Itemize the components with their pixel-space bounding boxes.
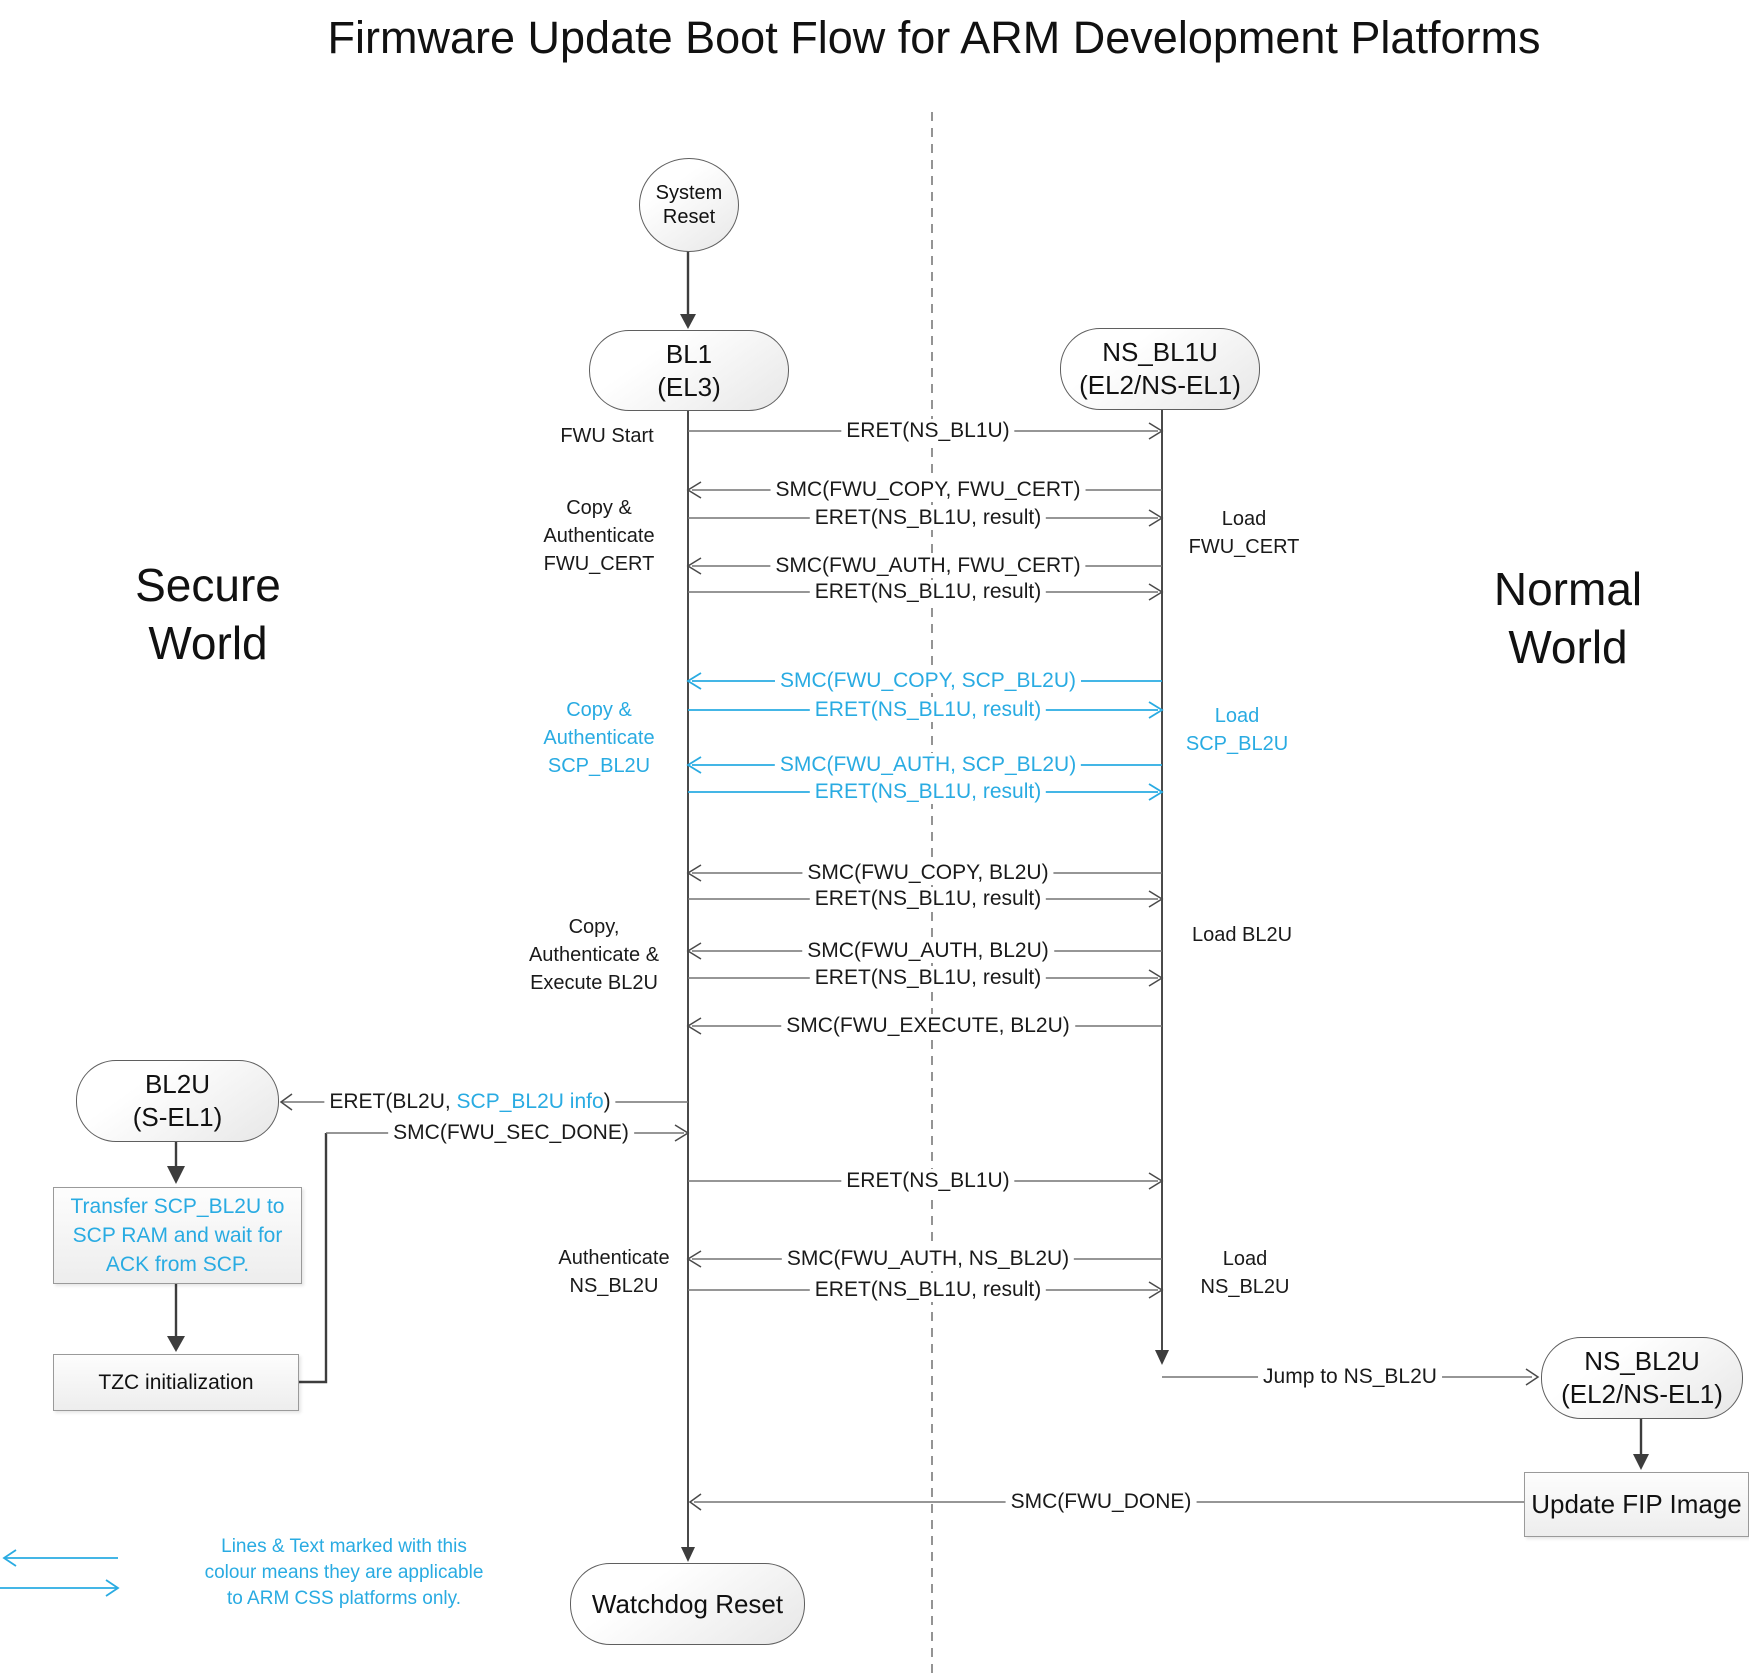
label-authenticate-ns-bl2u: Authenticate NS_BL2U — [558, 1247, 670, 1297]
message-label: SMC(FWU_COPY, FWU_CERT) — [770, 478, 1086, 502]
message-label: SMC(FWU_DONE) — [1005, 1490, 1197, 1514]
flow-connector-arrowheads — [167, 314, 1649, 1470]
message-label-eret-bl2u: ERET(BL2U, SCP_BL2U info) — [324, 1090, 616, 1114]
label-load-scp-bl2u: Load SCP_BL2U — [1185, 705, 1289, 755]
message-label: SMC(FWU_COPY, BL2U) — [802, 861, 1054, 885]
message-label: ERET(NS_BL1U, result) — [809, 580, 1047, 604]
legend-note: Lines & Text marked with this colour mea… — [204, 1536, 484, 1609]
label-copy-auth-fwu-cert: Copy & Authenticate FWU_CERT — [543, 497, 655, 575]
message-text: ) — [603, 1090, 611, 1113]
node-watchdog-reset: Watchdog Reset — [570, 1563, 805, 1645]
label-load-bl2u: Load BL2U — [1191, 924, 1293, 946]
node-bl1: BL1 (EL3) — [589, 330, 789, 411]
message-label: ERET(NS_BL1U) — [841, 419, 1015, 443]
message-label: SMC(FWU_EXECUTE, BL2U) — [781, 1014, 1075, 1038]
message-label: SMC(FWU_AUTH, FWU_CERT) — [770, 554, 1086, 578]
label-copy-auth-exec-bl2u: Copy, Authenticate & Execute BL2U — [528, 916, 660, 994]
message-label: ERET(NS_BL1U, result) — [809, 887, 1047, 911]
message-label-css-only: SMC(FWU_COPY, SCP_BL2U) — [774, 669, 1082, 693]
node-ns-bl1u: NS_BL1U (EL2/NS-EL1) — [1060, 328, 1260, 410]
box-update-fip-image: Update FIP Image — [1524, 1472, 1749, 1537]
node-system-reset: System Reset — [639, 158, 739, 252]
label-copy-auth-scp-bl2u: Copy & Authenticate SCP_BL2U — [543, 699, 655, 777]
message-label: SMC(FWU_AUTH, NS_BL2U) — [781, 1247, 1075, 1271]
box-transfer-scp-bl2u: Transfer SCP_BL2U to SCP RAM and wait fo… — [53, 1187, 302, 1284]
message-label-css-only: SMC(FWU_AUTH, SCP_BL2U) — [774, 753, 1082, 777]
label-load-fwu-cert: Load FWU_CERT — [1188, 508, 1300, 558]
message-label: SMC(FWU_SEC_DONE) — [388, 1121, 634, 1145]
message-text-css-only: SCP_BL2U info — [456, 1090, 604, 1113]
message-label-jump: Jump to NS_BL2U — [1258, 1365, 1442, 1389]
lifeline-arrowheads — [681, 1350, 1169, 1562]
page-title: Firmware Update Boot Flow for ARM Develo… — [327, 12, 1541, 63]
node-ns-bl2u: NS_BL2U (EL2/NS-EL1) — [1541, 1337, 1743, 1419]
secure-world-label: Secure World — [135, 559, 281, 669]
message-label: ERET(NS_BL1U, result) — [809, 506, 1047, 530]
label-load-ns-bl2u: Load NS_BL2U — [1200, 1248, 1290, 1298]
message-label: ERET(NS_BL1U, result) — [809, 1278, 1047, 1302]
normal-world-label: Normal World — [1493, 563, 1643, 673]
message-arrowheads — [279, 422, 1540, 1511]
message-label-css-only: ERET(NS_BL1U, result) — [809, 780, 1047, 804]
message-label: ERET(NS_BL1U, result) — [809, 966, 1047, 990]
message-label: SMC(FWU_AUTH, BL2U) — [802, 939, 1054, 963]
label-fwu-start: FWU Start — [560, 425, 654, 447]
message-label-css-only: ERET(NS_BL1U, result) — [809, 698, 1047, 722]
box-tzc-initialization: TZC initialization — [53, 1354, 299, 1411]
message-label: ERET(NS_BL1U) — [841, 1169, 1015, 1193]
flow-connectors — [174, 250, 1643, 1456]
node-bl2u: BL2U (S-EL1) — [76, 1060, 279, 1142]
message-text: ERET(BL2U, — [329, 1090, 457, 1113]
legend-arrows — [0, 1549, 120, 1597]
